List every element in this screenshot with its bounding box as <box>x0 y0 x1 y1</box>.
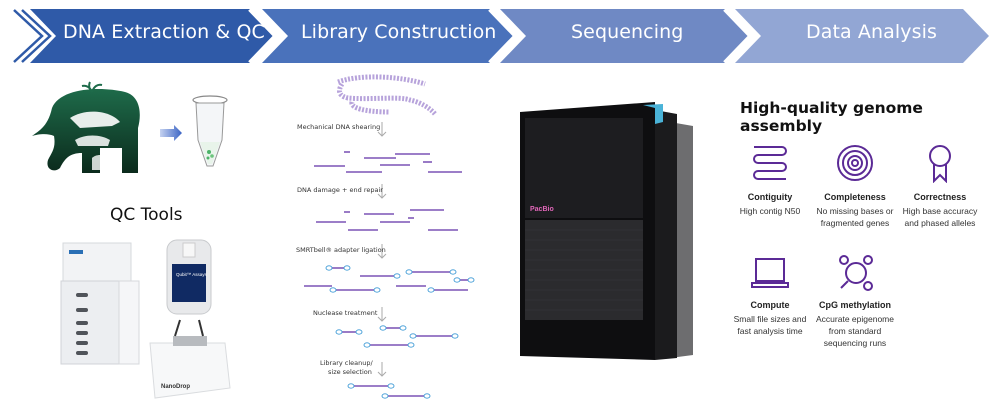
step-label: Nuclease treatment <box>313 309 378 317</box>
step-label: DNA damage + end repair <box>297 186 383 194</box>
smrtbell-molecule <box>427 287 468 293</box>
smrtbell-molecule <box>379 325 407 331</box>
methylation-icon <box>839 255 873 291</box>
stage-label: Library Construction <box>301 21 497 43</box>
stage-sequencing <box>500 9 751 63</box>
down-arrow-icon <box>377 307 387 322</box>
nanodrop-label: NanoDrop <box>161 384 190 390</box>
feature-name: Completeness <box>824 192 886 202</box>
step-label: SMRTbell® adapter ligation <box>296 246 386 254</box>
smrtbell-molecule <box>381 393 431 399</box>
smrtbell-molecule <box>405 269 457 275</box>
down-arrow-icon <box>377 122 387 137</box>
feature-contiguity: Contiguity High contig N50 <box>715 143 825 217</box>
stage-label: Sequencing <box>571 21 684 43</box>
smrtbell-molecule <box>360 273 401 279</box>
stage-dna-extraction <box>30 9 276 63</box>
feature-name: CpG methylation <box>818 300 891 310</box>
smrtbell-molecule <box>363 342 415 348</box>
pacbio-logo: PacBio <box>530 206 554 213</box>
stage-label: Data Analysis <box>806 21 937 43</box>
lead-chevron-inner <box>21 9 52 63</box>
accent-tab <box>643 104 663 124</box>
smrtbell-molecule <box>325 265 351 271</box>
down-arrow-icon <box>377 362 387 377</box>
step-label: Mechanical DNA shearing <box>297 123 381 131</box>
smrtbell-molecule <box>335 329 363 335</box>
qubit-screen-text: Qubit™ Assays <box>176 272 208 277</box>
pacbio-sequencer-image <box>520 102 693 360</box>
feature-name: Correctness <box>913 192 967 202</box>
qc-instruments-image: Qubit™ Assays NanoDrop <box>60 239 231 399</box>
organism-silhouette-image <box>32 81 140 173</box>
qc-tools-title: QC Tools <box>110 205 183 225</box>
arrow-right-icon <box>160 125 182 141</box>
library-prep-diagram <box>304 74 475 399</box>
smrtbell-molecule <box>409 333 459 339</box>
completeness-icon <box>837 145 873 181</box>
genomic-dna-coil <box>337 74 437 116</box>
stage-library-construction <box>262 9 516 63</box>
feature-desc: High contig N50 <box>739 206 801 216</box>
step-label: size selection <box>328 368 372 376</box>
step-label: Library cleanup/ <box>320 359 373 367</box>
contiguity-icon <box>753 146 787 180</box>
stage-data-analysis <box>735 9 989 63</box>
workflow-banner <box>13 7 989 65</box>
assembly-title: High-quality genome assembly <box>740 99 923 135</box>
feature-name: Contiguity <box>747 192 793 202</box>
lead-chevron-outer <box>13 9 44 63</box>
down-arrow-icon <box>377 184 387 199</box>
feature-name: Compute <box>750 300 790 310</box>
compute-icon <box>751 258 789 288</box>
stage-label: DNA Extraction & QC <box>63 21 265 43</box>
down-arrow-icon <box>377 244 387 259</box>
smrtbell-molecule <box>329 287 381 293</box>
correctness-icon <box>929 145 951 184</box>
microcentrifuge-tube-image <box>192 95 228 167</box>
smrtbell-molecule <box>347 383 395 389</box>
smrtbell-molecule <box>453 277 475 283</box>
